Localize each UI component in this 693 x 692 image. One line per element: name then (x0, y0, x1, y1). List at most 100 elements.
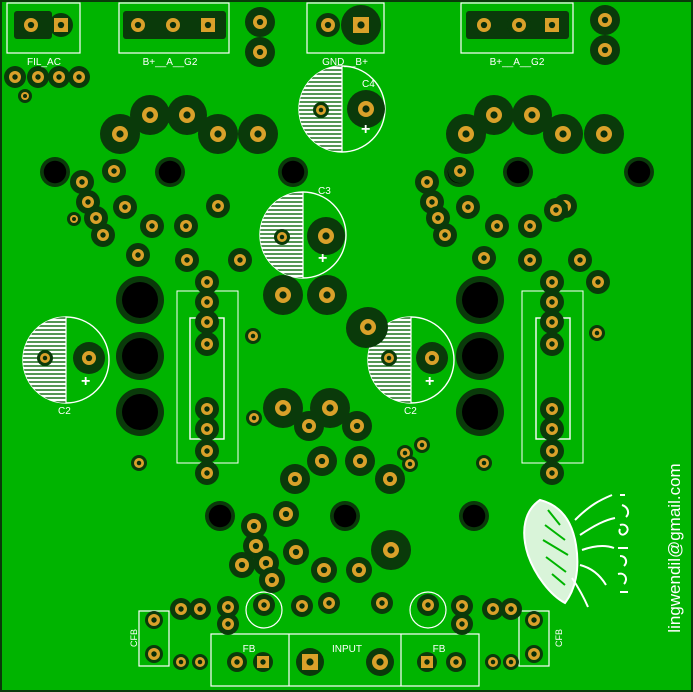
pad (456, 195, 480, 219)
tube-socket-hole-drill (462, 394, 498, 430)
b-a-g2-right-pad-3 (540, 13, 564, 37)
pad (189, 598, 211, 620)
pad (259, 567, 285, 593)
b-a-g2-right-pad-2 (507, 13, 531, 37)
fb-right-pad-1 (446, 652, 466, 672)
resistor-pad (540, 439, 564, 463)
resistor-pad (540, 290, 564, 314)
pad (167, 95, 207, 135)
label-fil-ac: FIL_AC (27, 57, 61, 68)
resistor-pad (195, 270, 219, 294)
mount-hole-drill (208, 504, 232, 528)
pad (482, 598, 504, 620)
c2-right-pad-plus (416, 342, 448, 374)
pad (173, 654, 189, 670)
pad (68, 66, 90, 88)
label-c4: C4 (362, 79, 375, 90)
pad (348, 307, 388, 347)
pad (67, 212, 81, 226)
c3-pad-minus (274, 229, 290, 245)
c2-left-pad-plus (73, 342, 105, 374)
resistor-pad (195, 332, 219, 356)
cfb-left-pad-2 (145, 645, 163, 663)
pad (246, 410, 262, 426)
pad (253, 594, 275, 616)
label-c3: C3 (318, 186, 331, 197)
b-a-g2-left-pad-3 (196, 13, 220, 37)
pad (206, 194, 230, 218)
fb-right-pad-2 (417, 652, 437, 672)
trimmer-left-outline (245, 591, 283, 629)
mount-hole-drill (158, 160, 182, 184)
c2-left-plus-mark: + (81, 373, 90, 390)
pad (91, 223, 115, 247)
pad (371, 592, 393, 614)
c2-right-plus-mark: + (425, 373, 434, 390)
pad (130, 95, 170, 135)
pad (140, 214, 164, 238)
cfb-left-pad-1 (145, 611, 163, 629)
pad (291, 595, 313, 617)
pad (371, 530, 411, 570)
pad (544, 198, 568, 222)
pad (503, 654, 519, 670)
pad (229, 552, 255, 578)
pad (485, 214, 509, 238)
tube-socket-hole-drill (462, 338, 498, 374)
gnd-b-pad-1 (316, 13, 340, 37)
pad (375, 464, 405, 494)
c4-plus-mark: + (361, 121, 370, 138)
cfb-right-pad-1 (525, 611, 543, 629)
fb-left-pad-1 (253, 652, 273, 672)
pad (70, 170, 94, 194)
trimmer-right-outline (409, 591, 447, 629)
pad (402, 456, 418, 472)
pad (590, 5, 620, 35)
cfb-right-pad-2 (525, 645, 543, 663)
gnd-b-pad-2 (341, 5, 381, 45)
pad (131, 455, 147, 471)
resistor-pad (195, 417, 219, 441)
resistor-pad (540, 397, 564, 421)
pad (476, 455, 492, 471)
resistor-pad (195, 310, 219, 334)
pad (586, 270, 610, 294)
via (18, 89, 32, 103)
mount-hole-drill (281, 160, 305, 184)
pad (307, 446, 337, 476)
mount-hole-drill (462, 504, 486, 528)
pad (263, 388, 303, 428)
pad (512, 95, 552, 135)
pad (126, 243, 150, 267)
pad (342, 411, 372, 441)
pad (474, 95, 514, 135)
c2-left-pad-minus (37, 350, 53, 366)
label-c2-right: C2 (404, 406, 417, 417)
label-input: INPUT (332, 644, 362, 655)
pad (451, 595, 473, 617)
pad (102, 159, 126, 183)
pad (4, 66, 26, 88)
pad (170, 598, 192, 620)
label-fb-right: FB (433, 644, 446, 655)
c2-right-pad-minus (381, 350, 397, 366)
label-c2-left: C2 (58, 406, 71, 417)
fil-ac-pad-2 (49, 13, 73, 37)
pad (238, 114, 278, 154)
resistor-pad (540, 270, 564, 294)
label-cfb-right: CFB (554, 629, 564, 647)
fil-ac-pad-1 (19, 13, 43, 37)
pad (318, 592, 340, 614)
resistor-pad (540, 310, 564, 334)
resistor-pad (540, 461, 564, 485)
pad (451, 613, 473, 635)
pad (100, 114, 140, 154)
label-cfb-left: CFB (129, 629, 139, 647)
pad (198, 114, 238, 154)
pad (414, 437, 430, 453)
artist-logo (523, 494, 630, 608)
tube-socket-hole-drill (462, 282, 498, 318)
input-pad-2 (366, 648, 394, 676)
